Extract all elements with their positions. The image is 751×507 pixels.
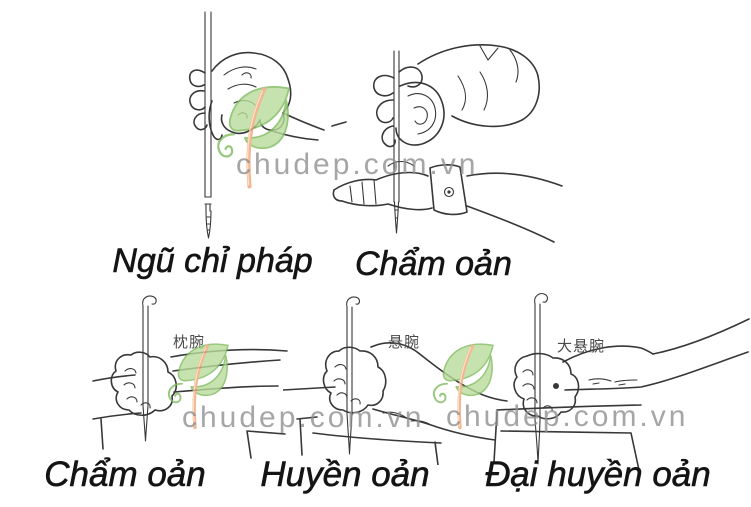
- watermark-text: chudep.com.vn: [236, 148, 479, 181]
- label-ngu-chi-phap: Ngũ chỉ pháp: [112, 242, 313, 281]
- watermark-text: chudep.com.vn: [446, 400, 689, 433]
- caption-cjk-zhenwan: 枕腕: [173, 333, 205, 351]
- illustration-wrist-on-table: 枕腕: [92, 295, 288, 459]
- watermark-text: chudep.com.vn: [182, 401, 425, 434]
- illustration-wrist-resting-on-hand: [332, 44, 563, 243]
- label-cham-oan-top: Chẩm oản: [355, 245, 512, 284]
- caption-cjk-daxuanwan: 大悬腕: [557, 337, 605, 355]
- caption-cjk-xuanwan: 悬腕: [388, 333, 420, 351]
- label-dai-huyen-oan: Đại huyền oản: [485, 455, 711, 495]
- label-huyen-oan: Huyền oản: [260, 455, 430, 495]
- label-cham-oan-bottom: Chẩm oản: [44, 455, 206, 495]
- illustration-arm-suspended: 大悬腕: [493, 293, 750, 470]
